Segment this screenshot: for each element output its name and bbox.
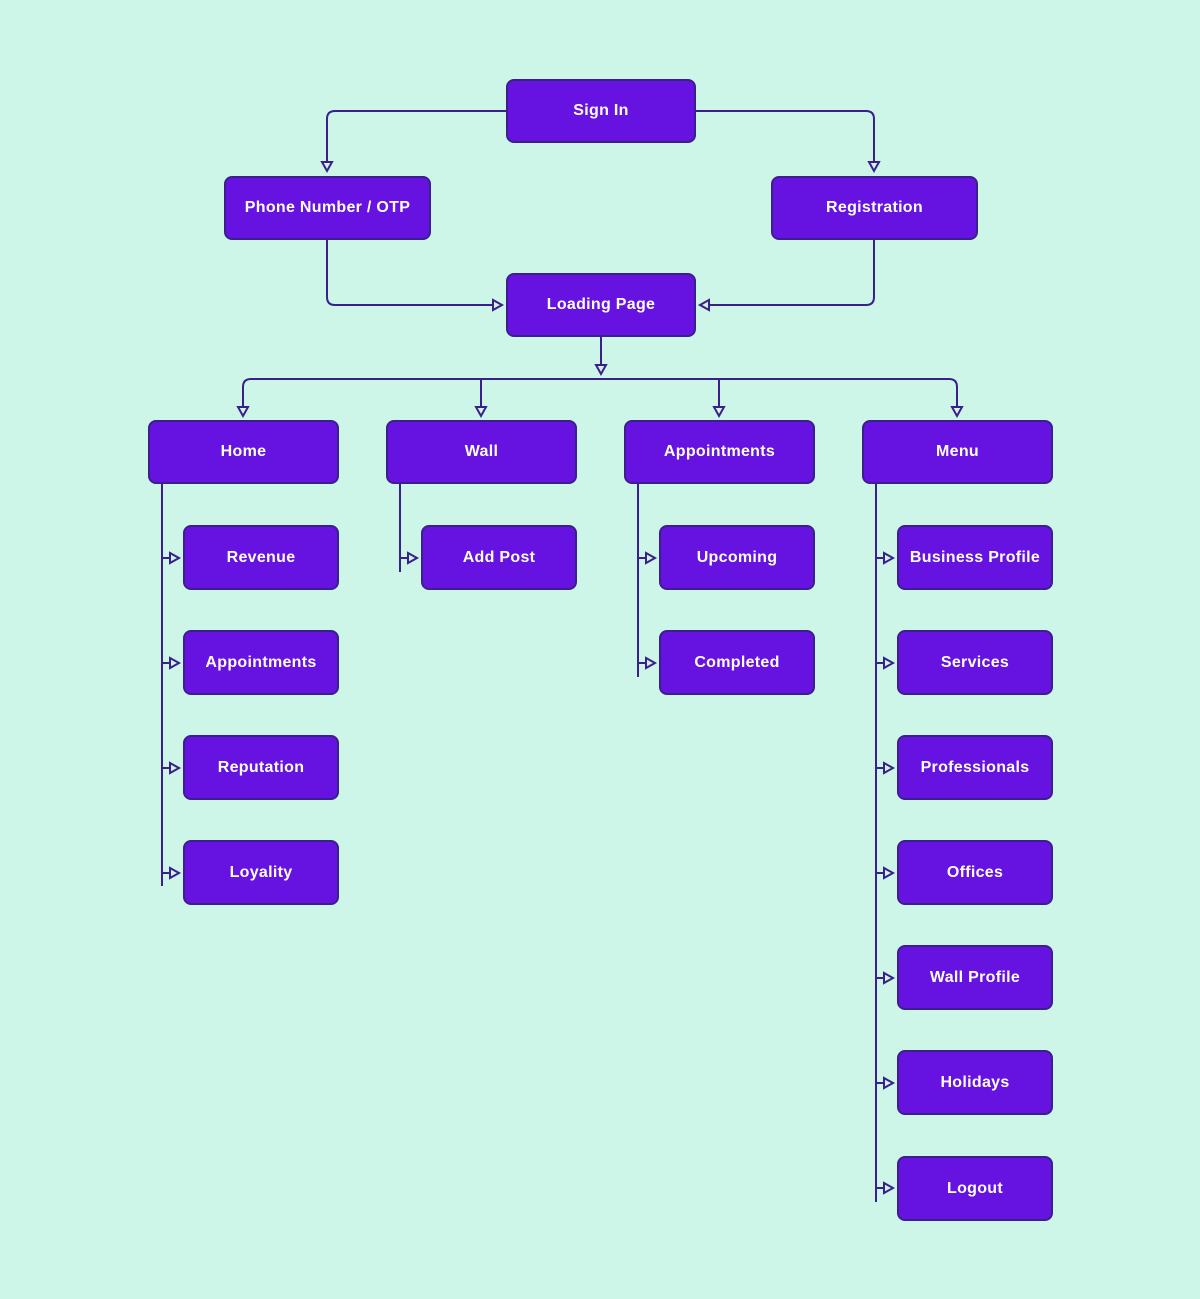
arrowhead <box>883 866 896 880</box>
node-label: Registration <box>826 199 923 216</box>
node-label: Appointments <box>663 443 776 460</box>
node-menu-professionals: Professionals <box>897 735 1053 800</box>
node-sign-in: Sign In <box>506 79 696 143</box>
node-home-reputation: Reputation <box>183 735 339 800</box>
node-appointments-upcoming: Upcoming <box>659 525 815 590</box>
arrowhead <box>950 406 964 419</box>
node-label: Holidays <box>940 1073 1010 1091</box>
arrowhead <box>867 161 881 174</box>
node-label: Services <box>940 653 1010 671</box>
node-label: Loading Page <box>546 296 656 313</box>
node-label: Phone Number / OTP <box>244 199 411 216</box>
node-label: Home <box>220 443 267 460</box>
node-home: Home <box>148 420 339 484</box>
node-label: Wall <box>464 443 499 460</box>
edge-signin-registration <box>695 110 875 162</box>
node-label: Logout <box>947 1179 1003 1197</box>
node-label: Business Profile <box>909 548 1041 566</box>
node-label: Menu <box>936 443 979 460</box>
node-menu-business-profile: Business Profile <box>897 525 1053 590</box>
node-label: Professionals <box>920 758 1030 776</box>
arrowhead <box>169 656 182 670</box>
node-menu-wall-profile: Wall Profile <box>897 945 1053 1010</box>
node-menu-holidays: Holidays <box>897 1050 1053 1115</box>
section-bus <box>242 378 958 407</box>
node-label: Upcoming <box>696 548 778 566</box>
arrowhead <box>320 161 334 174</box>
node-label: Appointments <box>205 653 317 671</box>
node-menu-logout: Logout <box>897 1156 1053 1221</box>
arrowhead <box>645 656 658 670</box>
edge-registration-loading <box>709 239 875 306</box>
arrowhead <box>169 551 182 565</box>
node-label: Revenue <box>226 548 296 566</box>
arrowhead <box>697 298 710 312</box>
node-appointments: Appointments <box>624 420 815 484</box>
arrowhead <box>645 551 658 565</box>
node-menu-offices: Offices <box>897 840 1053 905</box>
node-home-appointments: Appointments <box>183 630 339 695</box>
arrowhead <box>594 364 608 377</box>
arrowhead <box>883 551 896 565</box>
arrowhead <box>883 1076 896 1090</box>
arrowhead <box>883 761 896 775</box>
node-label: Loyality <box>229 863 293 881</box>
node-label: Offices <box>946 863 1004 881</box>
node-registration: Registration <box>771 176 978 240</box>
node-menu-services: Services <box>897 630 1053 695</box>
node-label: Reputation <box>217 758 305 776</box>
node-label: Wall Profile <box>929 968 1021 986</box>
edge-phone-loading <box>326 239 493 306</box>
arrowhead <box>236 406 250 419</box>
arrowhead <box>169 866 182 880</box>
node-menu: Menu <box>862 420 1053 484</box>
edge-signin-phone <box>326 110 506 162</box>
arrowhead <box>883 656 896 670</box>
node-appointments-completed: Completed <box>659 630 815 695</box>
arrowhead <box>169 761 182 775</box>
arrowhead <box>883 1181 896 1195</box>
node-label: Add Post <box>462 548 536 566</box>
arrowhead <box>407 551 420 565</box>
arrowhead <box>492 298 505 312</box>
node-label: Completed <box>694 653 780 671</box>
arrowhead <box>883 971 896 985</box>
node-wall: Wall <box>386 420 577 484</box>
arrowhead <box>474 406 488 419</box>
arrowhead <box>712 406 726 419</box>
node-loading-page: Loading Page <box>506 273 696 337</box>
node-wall-add-post: Add Post <box>421 525 577 590</box>
node-home-revenue: Revenue <box>183 525 339 590</box>
node-label: Sign In <box>573 102 629 119</box>
node-home-loyality: Loyality <box>183 840 339 905</box>
node-phone-number-otp: Phone Number / OTP <box>224 176 431 240</box>
